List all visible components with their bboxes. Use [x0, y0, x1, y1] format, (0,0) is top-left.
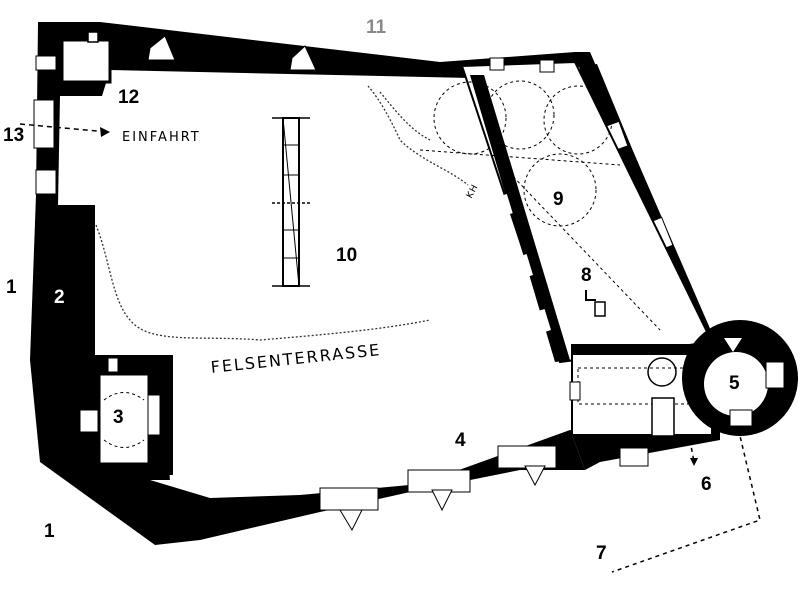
label-5: 5	[729, 373, 740, 394]
scale-bar	[272, 117, 310, 287]
tower-12	[60, 31, 112, 84]
entrance-arrow	[19, 123, 110, 137]
label-11: 11	[366, 17, 387, 38]
label-3: 3	[113, 407, 124, 428]
label-1-bottom: 1	[44, 521, 55, 542]
label-2: 2	[54, 287, 65, 308]
palas-building	[419, 57, 714, 364]
round-tower-5	[682, 320, 798, 436]
label-6: 6	[701, 474, 712, 495]
label-1-left: 1	[6, 277, 17, 298]
building-3	[79, 355, 173, 475]
label-8: 8	[581, 265, 592, 286]
rock-edges	[95, 85, 469, 341]
label-10: 10	[336, 245, 358, 266]
label-12: 12	[118, 87, 140, 108]
label-13: 13	[3, 125, 25, 146]
label-9: 9	[553, 189, 564, 210]
label-4: 4	[455, 430, 466, 451]
label-7: 7	[596, 543, 607, 564]
label-entrance: Einfahrt	[122, 130, 201, 145]
wall-niches	[33, 35, 674, 532]
